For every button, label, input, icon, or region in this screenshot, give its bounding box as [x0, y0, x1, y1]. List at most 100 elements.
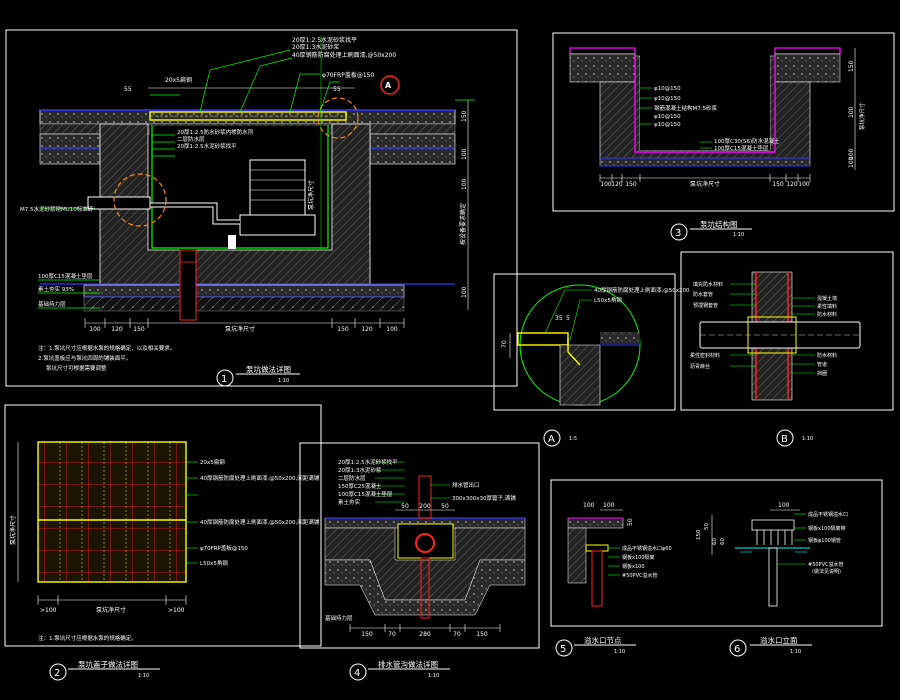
structure-label: 钢筋混凝土结构M7.5砂浆: [654, 104, 717, 112]
drawing-stroke: [324, 559, 526, 616]
callout-label: L50x5角钢: [594, 296, 622, 304]
callout-label: 管道: [817, 361, 827, 368]
detail-number: 1: [221, 374, 227, 385]
dimension-label: 100: [583, 502, 595, 509]
dimension-label: 100: [386, 326, 398, 333]
dimension-label: 150: [476, 631, 488, 638]
drawing-stroke: [418, 475, 432, 519]
dimension-label: >100: [168, 607, 185, 614]
detail4-title-block: 4 排水管沟做法详图 1:10: [349, 659, 450, 681]
callout-label: 钢板x100: [622, 563, 645, 570]
dimension-label: 280: [419, 631, 431, 638]
detail-title: 泵坑结构图: [700, 219, 738, 229]
drawing-stroke: [567, 527, 587, 584]
drawing-stroke: [380, 75, 400, 95]
dimension-label: 120: [611, 181, 623, 188]
dimension-label: 150: [133, 326, 145, 333]
dimension-label: 70: [388, 631, 396, 638]
dimension-label: 100: [461, 148, 468, 160]
callout-label: 二层防水层: [177, 135, 205, 143]
callout-label: #50PVC溢水管: [808, 561, 843, 568]
dimension-label: 150: [772, 181, 784, 188]
callout-label: φ70FRP盖板@150: [200, 544, 248, 552]
drawing-stroke: [747, 316, 797, 354]
dimension-label: 100: [89, 326, 101, 333]
drawing-stroke: [544, 289, 592, 334]
detail-scale: 1:10: [790, 649, 801, 655]
detail-title: 排水管沟做法详图: [378, 659, 438, 669]
callout-label: 100厚C15混凝土垫层: [38, 272, 93, 280]
drawing-stroke: [569, 47, 636, 55]
rebar-label: φ10@150: [654, 86, 681, 92]
vertical-dimension-label: 泵坑净尺寸: [307, 180, 315, 210]
detail-title: 溢水口立面: [760, 635, 798, 645]
drawing-stroke: [774, 47, 841, 55]
callout-label: 成品不锈钢溢水口φ60: [622, 545, 672, 552]
drawing-stroke: [369, 133, 456, 165]
drawing-stroke: [517, 332, 569, 346]
drawing-stroke: [420, 557, 430, 619]
note-text: 2.泵坑盖板应与泵坑四周的铺装面平。: [38, 354, 131, 362]
dimension-label: 70: [453, 631, 461, 638]
detail2-frame: [4, 404, 322, 647]
dimension-label: 120: [786, 181, 798, 188]
note-text: 注：1.泵坑尺寸应根据水泵的规格确定。: [38, 634, 137, 642]
detailA-frame: [493, 273, 676, 411]
dimension-label: 5: [566, 315, 570, 322]
detail-marker: B: [781, 434, 788, 445]
detail-number: 6: [734, 644, 740, 655]
drawing-stroke: [567, 517, 624, 529]
dimension-label: 100: [461, 286, 468, 298]
callout-label: 防水套管: [693, 291, 713, 298]
drawing-stroke: [599, 157, 811, 167]
detail-number: 3: [675, 228, 681, 239]
detail2-drawing: 20x5扁钢 40厚钢筋防腐处理上刷面漆,@50x200,间距满铺 40厚钢筋防…: [9, 441, 320, 642]
detail4-frame: [299, 442, 540, 649]
drawing-stroke: [569, 299, 592, 341]
callout-label: 20厚1:3水泥砂浆: [292, 43, 339, 51]
drawing-stroke: [319, 81, 340, 113]
dimension-label: 泵坑净尺寸: [690, 180, 720, 188]
callout-label: 二层防水层: [338, 474, 366, 482]
dimension-label: 120: [111, 326, 123, 333]
callout-label: 20x5扁钢: [165, 76, 192, 84]
drawing-stroke: [199, 49, 291, 113]
callout-label: 挡圈: [817, 370, 827, 377]
callout-label: 素土夯实: [338, 498, 361, 506]
detail-scale: 1:5: [569, 436, 577, 442]
callout-label: 40厚钢筋防腐处理上刷面漆,@50x200,间距满铺: [200, 518, 320, 526]
drawing-stroke: [600, 332, 640, 344]
callout-label: 沥青麻丝: [690, 363, 710, 370]
drawing-stroke: [299, 442, 540, 649]
dimension-label: 60: [720, 538, 726, 545]
drawing-stroke: [4, 404, 322, 647]
vertical-dimension-label: 泵坑净尺寸: [9, 515, 17, 545]
dimension-label: 60: [712, 538, 718, 545]
detail-scale: 1:10: [428, 673, 439, 679]
drawing-stroke: [87, 196, 151, 210]
detail-title: 溢水口节点: [584, 635, 622, 645]
rebar-label: φ10@150: [654, 122, 681, 128]
drawing-stroke: [289, 73, 320, 113]
dimension-label: 泵坑净尺寸: [225, 325, 255, 333]
detail-marker-label: A: [385, 81, 392, 90]
callout-label: 柔性填料: [817, 303, 837, 310]
dimension-label: 50: [441, 503, 449, 510]
dimension-label: 150: [696, 529, 702, 540]
callout-label: φ70FRP盖板@150: [322, 71, 374, 79]
drawing-stroke: [349, 663, 367, 681]
drawing-stroke: [776, 429, 794, 447]
callout-label: 防水材料: [817, 311, 837, 318]
vertical-dimension-label: 泵坑净尺寸: [858, 102, 866, 130]
callout-label: L50x5角钢: [200, 559, 228, 567]
dimension-label: 150: [625, 181, 637, 188]
drawing-stroke: [228, 235, 236, 249]
detailA-drawing: 40厚钢筋防腐处理上刷面漆,@50x200 L50x5角钢 35 5 70 A …: [501, 284, 690, 447]
callout-label: 钢板φ100钢管: [808, 537, 841, 544]
drawing-stroke: [585, 544, 609, 552]
drawing-stroke: [680, 251, 894, 411]
detailB-frame: [680, 251, 894, 411]
drawing-stroke: [569, 53, 636, 83]
